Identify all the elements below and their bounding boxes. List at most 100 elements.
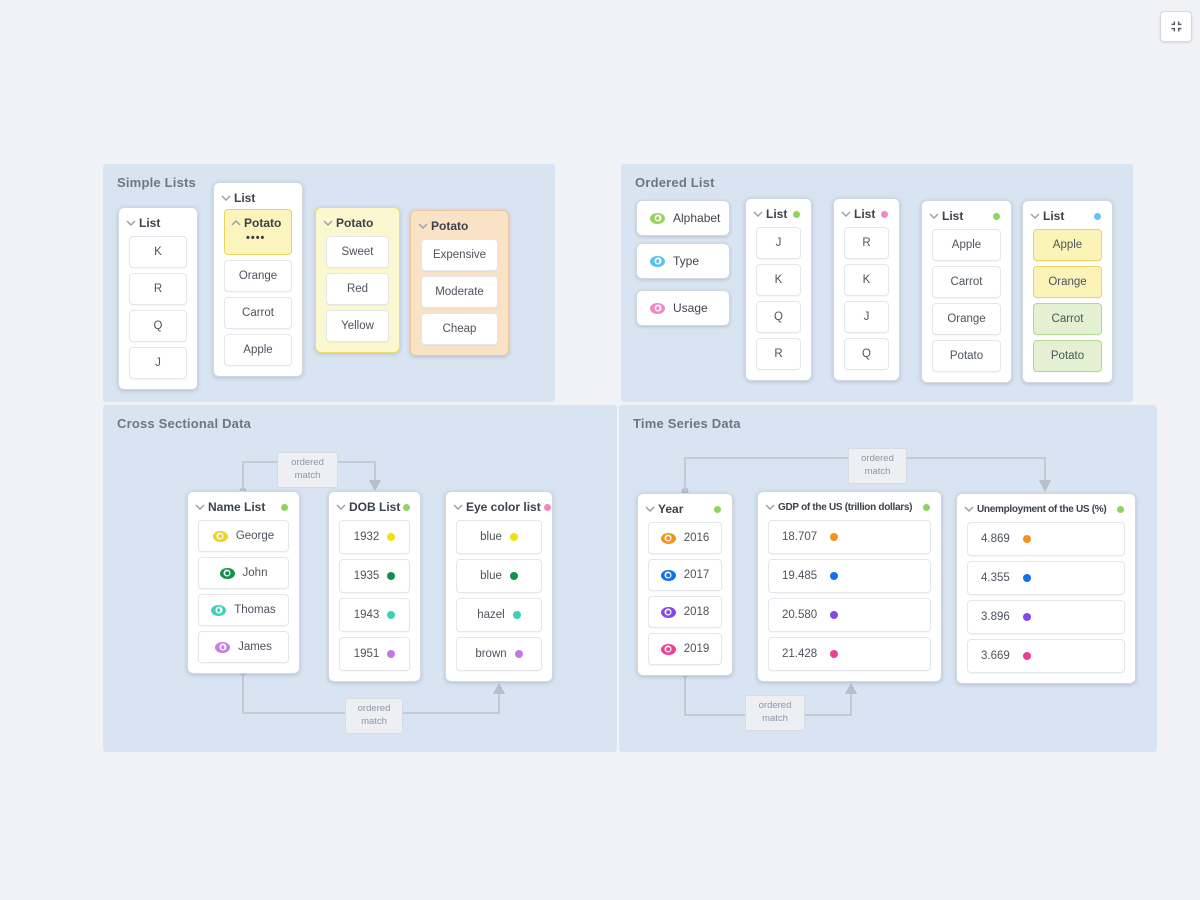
list-item[interactable]: Q — [844, 338, 889, 370]
group-title: Time Series Data — [633, 416, 741, 431]
list-item[interactable]: brown — [456, 637, 542, 671]
list-item[interactable]: Moderate — [421, 276, 498, 308]
node-list-1[interactable]: List J K Q R — [745, 198, 812, 381]
node-unemployment[interactable]: Unemployment of the US (%) 4.869 4.355 3… — [956, 493, 1136, 684]
list-item[interactable]: 21.428 — [768, 637, 931, 671]
chevron-down-icon[interactable] — [126, 220, 136, 226]
chevron-down-icon[interactable] — [323, 220, 333, 226]
list-item[interactable]: K — [756, 264, 801, 296]
list-item[interactable]: Carrot — [1033, 303, 1102, 335]
group-time-series[interactable]: Time Series Data ordered match ordered m… — [619, 405, 1157, 752]
node-title: List — [854, 207, 876, 221]
node-title: Year — [658, 502, 684, 516]
list-item[interactable]: J — [756, 227, 801, 259]
chevron-down-icon[interactable] — [841, 211, 851, 217]
collapsed-sub-list-potato[interactable]: Potato •••• — [224, 209, 292, 255]
list-item[interactable]: Red — [326, 273, 389, 305]
list-item[interactable]: R — [844, 227, 889, 259]
chevron-down-icon[interactable] — [645, 506, 655, 512]
list-item[interactable]: K — [844, 264, 889, 296]
list-item[interactable]: Q — [129, 310, 187, 342]
list-item[interactable]: 4.869 — [967, 522, 1125, 556]
list-item[interactable]: 2018 — [648, 596, 722, 628]
node-potato-yellow[interactable]: Potato Sweet Red Yellow — [315, 207, 400, 353]
status-dot — [281, 503, 288, 511]
list-item[interactable]: 2017 — [648, 559, 722, 591]
node-title: Potato — [431, 219, 469, 233]
node-type[interactable]: Type — [636, 243, 730, 279]
chevron-down-icon[interactable] — [1030, 213, 1040, 219]
list-item[interactable]: Expensive — [421, 239, 498, 271]
chevron-down-icon[interactable] — [765, 504, 775, 510]
list-item[interactable]: Orange — [932, 303, 1001, 335]
group-ordered-list[interactable]: Ordered List Alphabet Type Usage List J … — [621, 164, 1133, 402]
node-list-2[interactable]: List R K J Q — [833, 198, 900, 381]
node-list-b[interactable]: List Potato •••• Orange Carrot Apple — [213, 182, 303, 377]
group-simple-lists[interactable]: Simple Lists List K R Q J List Potato — [103, 164, 555, 402]
group-cross-sectional[interactable]: Cross Sectional Data ordered match order… — [103, 405, 617, 752]
node-year[interactable]: Year 2016 2017 2018 2019 — [637, 493, 733, 676]
node-alphabet[interactable]: Alphabet — [636, 200, 730, 236]
value-dot — [830, 533, 839, 541]
node-potato-orange[interactable]: Potato Expensive Moderate Cheap — [410, 210, 509, 356]
list-item[interactable]: 1932 — [339, 520, 410, 554]
list-item[interactable]: hazel — [456, 598, 542, 632]
list-item[interactable]: 1935 — [339, 559, 410, 593]
chevron-down-icon[interactable] — [929, 213, 939, 219]
node-list-4[interactable]: List Apple Orange Carrot Potato — [1022, 200, 1113, 383]
node-list-3[interactable]: List Apple Carrot Orange Potato — [921, 200, 1012, 383]
node-gdp[interactable]: GDP of the US (trillion dollars) 18.707 … — [757, 491, 942, 682]
list-item[interactable]: 3.896 — [967, 600, 1125, 634]
chevron-down-icon[interactable] — [195, 504, 205, 510]
list-item[interactable]: K — [129, 236, 187, 268]
list-item[interactable]: 2016 — [648, 522, 722, 554]
list-item[interactable]: blue — [456, 520, 542, 554]
list-item[interactable]: Q — [756, 301, 801, 333]
chevron-down-icon[interactable] — [453, 504, 463, 510]
list-item[interactable]: Carrot — [932, 266, 1001, 298]
list-item[interactable]: blue — [456, 559, 542, 593]
list-item[interactable]: 19.485 — [768, 559, 931, 593]
list-item[interactable]: Sweet — [326, 236, 389, 268]
list-item[interactable]: 3.669 — [967, 639, 1125, 673]
list-item[interactable]: 1951 — [339, 637, 410, 671]
list-item[interactable]: Cheap — [421, 313, 498, 345]
list-item[interactable]: Orange — [1033, 266, 1102, 298]
node-eye-color-list[interactable]: Eye color list blue blue hazel brown — [445, 491, 553, 682]
list-item[interactable]: George — [198, 520, 289, 552]
node-list-a[interactable]: List K R Q J — [118, 207, 198, 390]
list-item[interactable]: J — [129, 347, 187, 379]
chevron-down-icon[interactable] — [753, 211, 763, 217]
list-item[interactable]: Yellow — [326, 310, 389, 342]
list-item[interactable]: 18.707 — [768, 520, 931, 554]
chevron-down-icon[interactable] — [336, 504, 346, 510]
list-item[interactable]: J — [844, 301, 889, 333]
list-item[interactable]: Orange — [224, 260, 292, 292]
list-item[interactable]: 1943 — [339, 598, 410, 632]
chevron-up-icon[interactable] — [231, 220, 241, 226]
list-item[interactable]: 20.580 — [768, 598, 931, 632]
list-item[interactable]: Carrot — [224, 297, 292, 329]
list-item[interactable]: Apple — [224, 334, 292, 366]
list-item[interactable]: R — [756, 338, 801, 370]
chevron-down-icon[interactable] — [418, 223, 428, 229]
list-item[interactable]: Apple — [1033, 229, 1102, 261]
list-item[interactable]: 4.355 — [967, 561, 1125, 595]
value-dot — [830, 650, 839, 658]
chevron-down-icon[interactable] — [964, 506, 974, 512]
node-usage[interactable]: Usage — [636, 290, 730, 326]
node-dob-list[interactable]: DOB List 1932 1935 1943 1951 — [328, 491, 421, 682]
chevron-down-icon[interactable] — [221, 195, 231, 201]
eye-icon — [660, 569, 676, 581]
list-item[interactable]: John — [198, 557, 289, 589]
list-item[interactable]: Potato — [1033, 340, 1102, 372]
list-item[interactable]: R — [129, 273, 187, 305]
list-item[interactable]: Apple — [932, 229, 1001, 261]
fit-view-button[interactable] — [1160, 11, 1192, 42]
node-name-list[interactable]: Name List George John Thomas J — [187, 491, 300, 674]
list-item[interactable]: Potato — [932, 340, 1001, 372]
list-item[interactable]: James — [198, 631, 289, 663]
list-item[interactable]: 2019 — [648, 633, 722, 665]
list-item[interactable]: Thomas — [198, 594, 289, 626]
